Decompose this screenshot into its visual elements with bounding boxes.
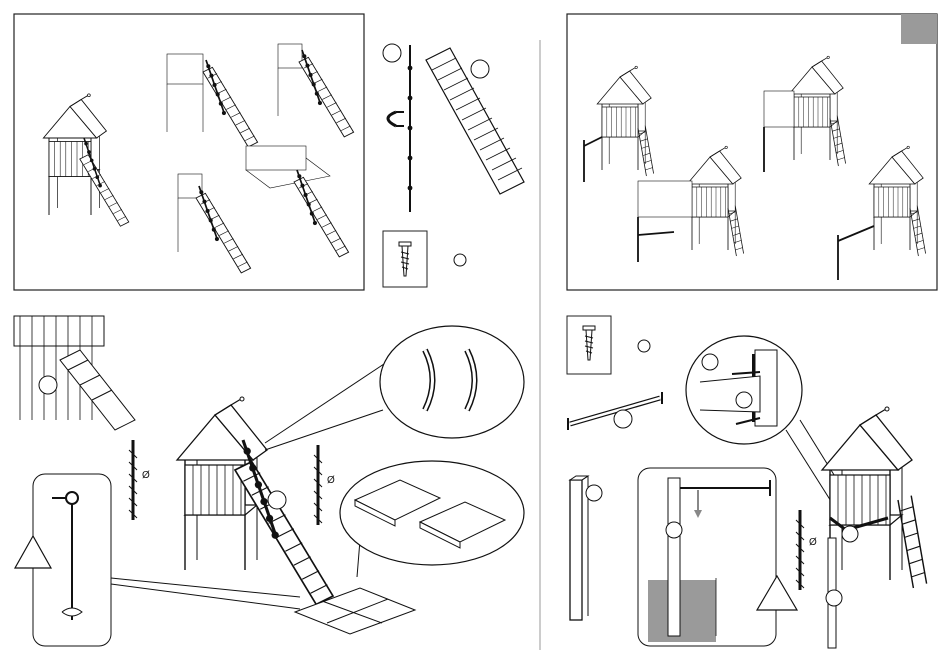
detail-partial-view <box>14 316 135 430</box>
part-marker-ramp <box>471 60 489 78</box>
ground-inset <box>638 468 776 646</box>
ramp-install-step: Ø Ø <box>14 316 524 646</box>
corner-marker <box>901 14 937 44</box>
bar-icon <box>568 392 662 430</box>
part-marker-bar <box>614 410 632 428</box>
tower-with-ramp <box>177 397 333 604</box>
part-marker-screw <box>638 340 650 352</box>
post-icon <box>570 476 588 620</box>
drill-bit-icon <box>129 440 137 520</box>
panel-bar-variants <box>567 14 937 290</box>
part-marker-screw <box>454 254 466 266</box>
drill-diameter-mark: Ø <box>809 537 817 548</box>
floor-plate-callout <box>295 461 524 634</box>
handle-callout <box>265 326 524 450</box>
part-marker-rope <box>383 44 401 62</box>
rope-icon <box>408 45 413 212</box>
shackle-icon <box>388 112 404 126</box>
part-marker-post <box>586 485 602 501</box>
bar-install-step: Ø <box>567 316 927 648</box>
drill-diameter-mark: Ø <box>142 470 150 481</box>
parts-panel <box>383 44 524 287</box>
drill-diameter-mark: Ø <box>327 475 335 486</box>
drill-bit-icon <box>314 445 322 525</box>
tower-with-bar <box>822 407 927 648</box>
drill-bit-icon <box>796 510 804 590</box>
